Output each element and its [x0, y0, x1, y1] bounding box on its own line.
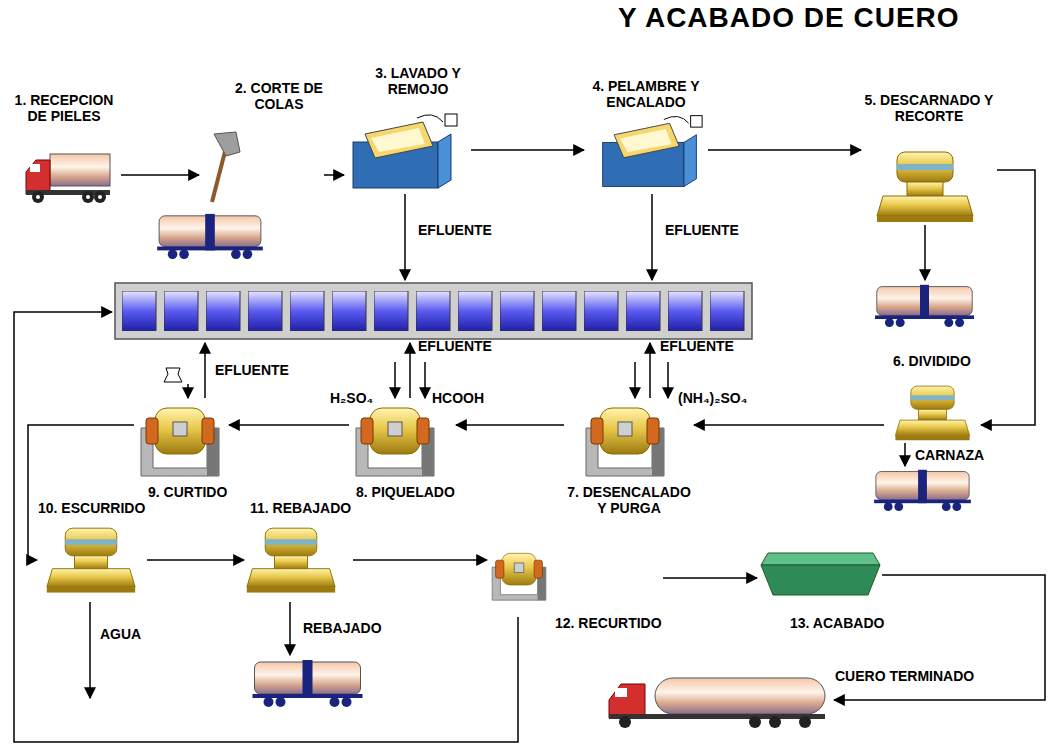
annotation: H₂SO₄	[330, 390, 373, 406]
flow-connector	[229, 424, 349, 426]
step-label: 6. DIVIDIDO	[893, 353, 971, 369]
step-icon	[345, 112, 460, 192]
process-step: 5. DESCARNADO Y RECORTE	[861, 91, 997, 224]
step-icon	[580, 398, 670, 478]
flow-connector	[121, 174, 199, 176]
step-label: 1. RECEPCION DE PIELES	[8, 92, 120, 124]
annotation: REBAJADO	[303, 620, 382, 636]
flow-connector	[981, 170, 1035, 425]
flow-arrows	[14, 194, 1045, 742]
annotation: HCOOH	[432, 390, 484, 406]
step-label: 8. PIQUELADO	[356, 484, 455, 500]
effluent-tank	[115, 283, 752, 339]
flow-connector	[353, 559, 487, 561]
process-step: 2. CORTE DE COLAS	[199, 79, 324, 206]
step-label: 7. DESENCALADO Y PURGA	[565, 484, 693, 516]
process-step: 4. PELAMBRE Y ENCALADO	[584, 77, 708, 193]
annotation: AGUA	[100, 626, 141, 642]
step-icon	[22, 150, 112, 205]
waste-cars	[157, 214, 974, 707]
process-step: 12. RECURTIDO	[487, 537, 663, 633]
annotation: CARNAZA	[915, 447, 984, 463]
step-icon	[758, 545, 883, 605]
process-step: 13. ACABADO	[757, 544, 886, 633]
flow-connector	[324, 174, 344, 176]
flow-connector	[147, 559, 244, 561]
process-step: 10. ESCURRIDO	[37, 499, 147, 601]
step-icon	[488, 538, 550, 610]
annotation: EFLUENTE	[665, 222, 739, 238]
flow-connector	[663, 577, 757, 579]
step-label: 13. ACABADO	[790, 615, 884, 631]
annotation: EFLUENTE	[418, 222, 492, 238]
step-label: 3. LAVADO Y REMOJO	[366, 65, 470, 97]
process-step: 8. PIQUELADO	[349, 397, 456, 502]
step-icon	[885, 383, 980, 441]
flow-connector	[708, 149, 861, 151]
step-label: 4. PELAMBRE Y ENCALADO	[585, 78, 707, 110]
tanker-truck	[609, 678, 825, 728]
process-step: 7. DESENCALADO Y PURGA	[564, 397, 694, 518]
annotation: CUERO TERMINADO	[835, 668, 974, 684]
chemical-jar	[164, 368, 182, 382]
diagram-title: Y ACABADO DE CUERO	[618, 2, 960, 34]
annotation: EFLUENTE	[660, 338, 734, 354]
step-label: 2. CORTE DE COLAS	[235, 80, 323, 112]
step-label: 9. CURTIDO	[148, 484, 227, 500]
step-icon	[45, 518, 137, 600]
step-icon	[245, 518, 337, 600]
process-step: 3. LAVADO Y REMOJO	[344, 64, 471, 193]
step-icon	[135, 398, 225, 478]
flow-connector	[456, 424, 564, 426]
step-label: 12. RECURTIDO	[555, 615, 662, 631]
process-step: 9. CURTIDO	[134, 397, 229, 502]
flow-connector	[694, 424, 884, 426]
process-step: 6. DIVIDIDO	[884, 352, 981, 442]
step-icon	[595, 112, 705, 192]
step-icon	[200, 130, 245, 205]
flow-connector	[471, 149, 584, 151]
step-label: 11. REBAJADO	[250, 500, 351, 516]
process-step: 11. REBAJADO	[244, 499, 353, 601]
annotation: EFLUENTE	[215, 362, 289, 378]
step-label: 10. ESCURRIDO	[38, 500, 145, 516]
process-step: 1. RECEPCION DE PIELES	[7, 91, 121, 206]
step-label: 5. DESCARNADO Y RECORTE	[862, 92, 996, 124]
annotation: (NH₄)₂SO₄	[678, 390, 747, 406]
step-icon	[350, 398, 440, 478]
step-icon	[865, 148, 985, 223]
annotation: EFLUENTE	[418, 338, 492, 354]
